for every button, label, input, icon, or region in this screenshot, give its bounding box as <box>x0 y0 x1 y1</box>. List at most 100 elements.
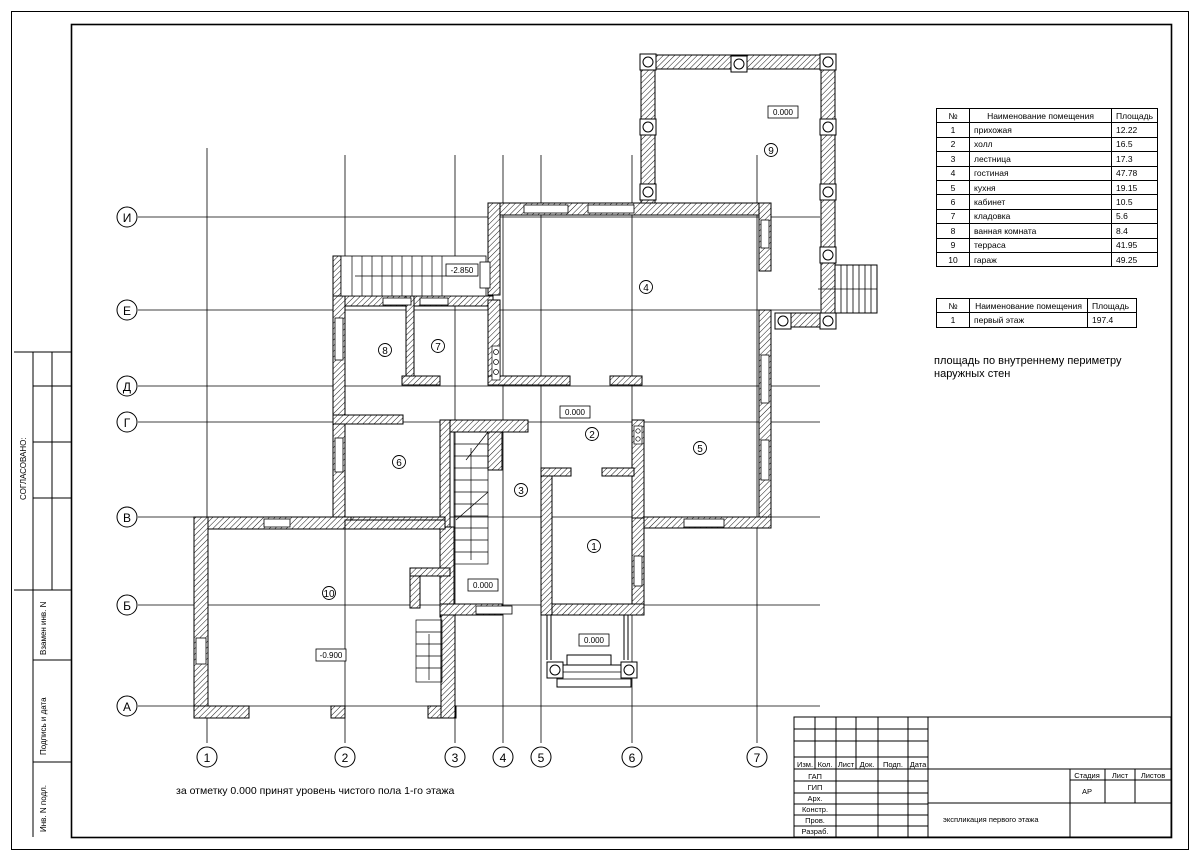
axis-marker-b <box>116 594 138 616</box>
axis-marker-g <box>116 411 138 433</box>
axis-marker-7 <box>746 746 768 768</box>
axis-label-h6: Б <box>123 599 131 613</box>
tb-izm: Изм. <box>797 760 813 769</box>
main-stair <box>415 431 489 683</box>
axis-label-v7: 7 <box>754 751 761 765</box>
room-marker-2 <box>585 427 599 441</box>
axis-marker-5 <box>530 746 552 768</box>
floor-col-no: № <box>936 297 970 314</box>
svg-text:4: 4 <box>643 283 649 294</box>
vzamen-label: Взамен инв. N <box>39 601 48 655</box>
axis-label-v1: 1 <box>204 751 211 765</box>
axis-label-h5: В <box>123 511 131 525</box>
rooms-col-no: № <box>936 107 970 124</box>
rooms-col-area: Площадь <box>1110 107 1159 124</box>
axis-marker-i <box>116 206 138 228</box>
svg-text:5: 5 <box>697 444 703 455</box>
rooms-col-name: Наименование помещения <box>969 107 1112 124</box>
axis-label-v5: 5 <box>538 751 545 765</box>
side-stamp <box>14 351 71 837</box>
svg-text:6: 6 <box>396 458 402 469</box>
tb-sheets-header: Листов <box>1141 771 1165 780</box>
axis-marker-d <box>116 375 138 397</box>
room-marker-10 <box>322 586 336 600</box>
axis-marker-e <box>116 299 138 321</box>
svg-text:9: 9 <box>768 146 774 157</box>
terrace-structure <box>639 53 878 330</box>
tb-stage-header: Стадия <box>1074 771 1100 780</box>
grid-lines <box>138 148 820 743</box>
axis-label-h1: И <box>123 211 132 225</box>
level-entrance: 0.000 <box>584 636 605 645</box>
room-marker-4 <box>639 280 653 294</box>
tb-role-gap: ГАП <box>808 772 822 781</box>
room-markers: 1 2 3 4 5 6 7 8 9 10 <box>322 143 778 600</box>
level-basement-stair: -2.850 <box>451 266 474 275</box>
floor-col-name: Наименование помещения <box>969 297 1088 314</box>
axis-label-v4: 4 <box>500 751 507 765</box>
axis-label-v3: 3 <box>452 751 459 765</box>
axis-label-v6: 6 <box>629 751 636 765</box>
level-garage: -0.900 <box>320 651 343 660</box>
svg-text:2: 2 <box>589 430 595 441</box>
zero-level-note: за отметку 0.000 принят уровень чистого … <box>176 785 455 797</box>
windows <box>195 204 770 665</box>
axis-label-h7: А <box>123 700 131 714</box>
entrance-porch <box>546 615 638 688</box>
axis-marker-3 <box>444 746 466 768</box>
svg-text:3: 3 <box>518 486 524 497</box>
level-hall: 0.000 <box>565 408 586 417</box>
svg-text:1: 1 <box>591 542 597 553</box>
tb-stage-value: АР <box>1082 787 1092 796</box>
soglasovano-label: СОГЛАСОВАНО: <box>19 437 28 500</box>
floor-col-area: Площадь <box>1087 297 1137 314</box>
axis-label-h4: Г <box>124 416 131 430</box>
axis-label-h2: Е <box>123 304 131 318</box>
axis-marker-2 <box>334 746 356 768</box>
podpis-label: Подпись и дата <box>39 697 48 755</box>
room-marker-6 <box>392 455 406 469</box>
inner-frame <box>70 23 1173 839</box>
axis-marker-6 <box>621 746 643 768</box>
tb-sheet-title: экспликация первого этажа <box>943 815 1039 824</box>
level-stair: 0.000 <box>473 581 494 590</box>
inv-label: Инв. N подл. <box>39 785 48 832</box>
room-marker-8 <box>378 343 392 357</box>
axis-markers-horizontal: И Е Д Г В Б А <box>116 206 138 717</box>
fixtures <box>491 345 643 445</box>
area-note: площадь по внутреннему периметру наружны… <box>934 355 1122 380</box>
tb-role-gip: ГИП <box>808 783 823 792</box>
svg-text:8: 8 <box>382 346 388 357</box>
tb-list: Лист <box>838 760 855 769</box>
tb-role-razrab: Разраб. <box>801 827 828 836</box>
tb-role-arh: Арх. <box>808 794 823 803</box>
outer-border <box>11 11 1189 850</box>
room-marker-7 <box>431 339 445 353</box>
room-marker-9 <box>764 143 778 157</box>
axis-marker-a <box>116 695 138 717</box>
room-marker-1 <box>587 539 601 553</box>
axis-label-h3: Д <box>123 380 131 394</box>
title-block <box>793 716 1172 838</box>
room-marker-5 <box>693 441 707 455</box>
level-marks: 0.000 -2.850 0.000 0.000 0.000 -0.900 <box>315 105 799 662</box>
axis-markers-vertical: 1 2 3 4 5 6 7 <box>196 746 768 768</box>
svg-text:10: 10 <box>323 589 335 600</box>
tb-data: Дата <box>910 760 927 769</box>
level-terrace: 0.000 <box>773 108 794 117</box>
svg-text:7: 7 <box>435 342 441 353</box>
tb-sheet-header: Лист <box>1112 771 1129 780</box>
tb-role-konstr: Констр. <box>802 805 828 814</box>
